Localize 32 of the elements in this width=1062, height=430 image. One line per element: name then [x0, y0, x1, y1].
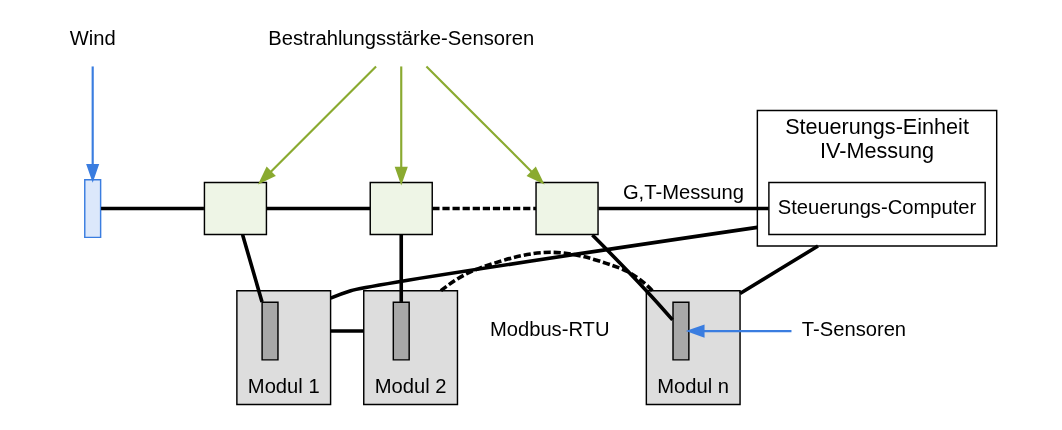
cluster: Modul 2	[363, 289, 459, 406]
node-text: Wind	[69, 27, 116, 50]
edge-label: G,T-Messung	[622, 180, 745, 203]
node-bar	[392, 301, 410, 361]
node-bar	[672, 301, 690, 361]
connector	[739, 244, 819, 296]
node-bar	[84, 178, 102, 239]
node-bar	[261, 301, 279, 361]
node-box	[203, 181, 268, 236]
connector	[591, 233, 674, 322]
arrow	[394, 66, 408, 186]
cluster: Modul n	[645, 289, 741, 406]
connector	[330, 329, 364, 333]
cluster: Modul 1	[236, 289, 332, 406]
node-box	[535, 181, 599, 236]
arrow	[86, 66, 100, 183]
node-box: Steuerungs-Computer	[768, 181, 986, 236]
node-text: T-Sensoren	[801, 318, 907, 341]
connector	[266, 206, 371, 211]
node-box	[369, 181, 433, 236]
arrow	[425, 65, 545, 185]
connector	[432, 206, 536, 211]
label: Modbus-RTU	[489, 318, 610, 341]
connector	[329, 225, 758, 300]
connector	[399, 234, 404, 302]
connector	[439, 250, 654, 293]
arrow	[685, 324, 792, 338]
arrow	[258, 65, 377, 185]
connector	[101, 206, 204, 211]
connector	[598, 206, 769, 211]
node-text: Bestrahlungsstärke-Sensoren	[268, 27, 535, 50]
connector	[240, 234, 264, 303]
